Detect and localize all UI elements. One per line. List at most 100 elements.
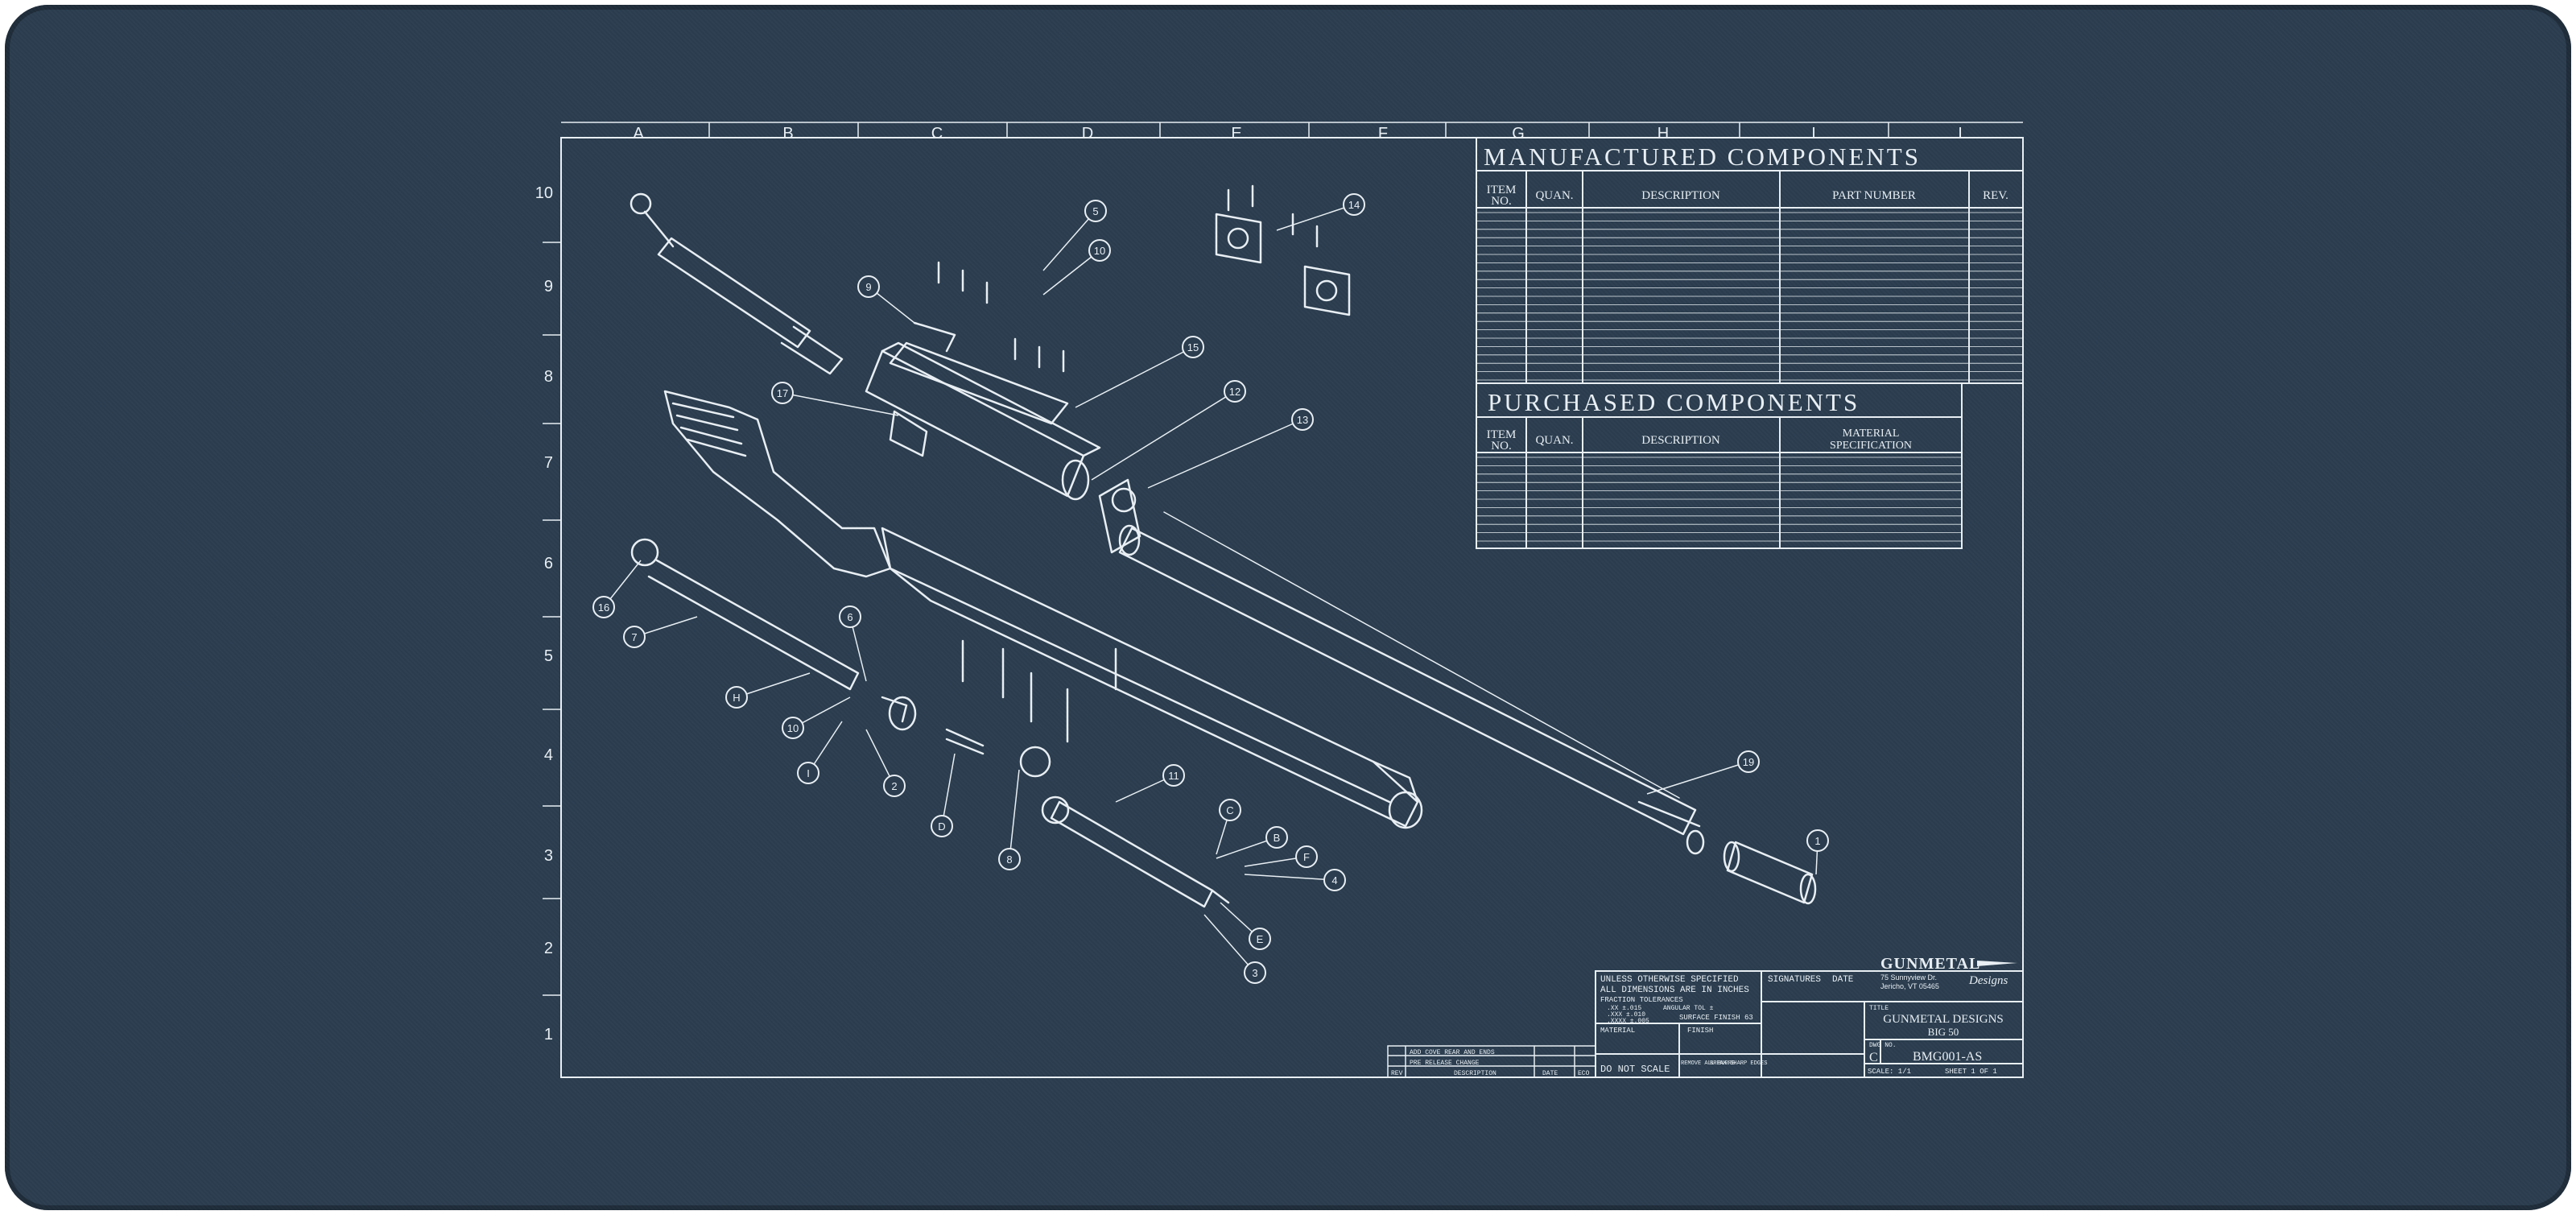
pur-header-specification: SPECIFICATION — [1830, 440, 1912, 452]
rev-row-2: PRE RELEASE CHANGE — [1410, 1060, 1480, 1067]
callout-label: 10 — [787, 722, 799, 734]
callout-label: 16 — [598, 601, 609, 614]
company-name: GUNMETAL DESIGNS — [1883, 1013, 2004, 1026]
callout-balloon — [1343, 193, 1365, 216]
date-label: DATE — [1832, 975, 1854, 985]
callout-leader — [1276, 204, 1355, 231]
callout-balloon — [782, 717, 804, 739]
callout-label: 14 — [1348, 199, 1360, 211]
callout-leader — [1042, 210, 1096, 271]
mfg-header-part-number: PART NUMBER — [1832, 189, 1916, 202]
grid-row-label: 4 — [544, 746, 553, 764]
do-not-scale: DO NOT SCALE — [1600, 1064, 1670, 1075]
grid-row-label: 9 — [544, 278, 553, 295]
callout-balloon — [839, 605, 861, 628]
callout-label: H — [733, 692, 740, 704]
all-dimensions: ALL DIMENSIONS ARE IN INCHES — [1600, 986, 1749, 995]
grid-row-label: 3 — [544, 847, 553, 865]
callout-balloon — [592, 596, 615, 618]
logo-text: GUNMETAL — [1880, 955, 1980, 973]
callout-balloon — [1162, 764, 1185, 787]
grid-col-label: L — [1958, 125, 1967, 143]
signatures-label: SIGNATURES — [1768, 975, 1821, 985]
callout-label: F — [1303, 851, 1310, 863]
callout-label: D — [938, 820, 945, 833]
callout-label: 9 — [865, 281, 871, 293]
callout-label: 4 — [1331, 874, 1337, 886]
tol-value-1: .XX ±.015 — [1607, 1005, 1641, 1012]
callout-leader — [1646, 761, 1749, 795]
callout-label: 10 — [1094, 245, 1105, 257]
callout-balloon — [771, 382, 794, 404]
callout-label: 1 — [1814, 835, 1820, 847]
manufactured-title: MANUFACTURED COMPONENTS — [1484, 143, 1921, 171]
address-line-1: 75 Sunnyview Dr. — [1880, 973, 1937, 982]
callout-leader — [1009, 769, 1020, 860]
callout-label: 19 — [1743, 756, 1754, 768]
callout-label: E — [1257, 933, 1264, 945]
callout-leader — [782, 392, 899, 416]
drawing-border — [560, 137, 2024, 1078]
callout-leader — [1042, 250, 1100, 295]
callout-balloon — [857, 275, 880, 298]
callout-balloon — [1219, 799, 1241, 821]
dwg-label: DWG NO. — [1869, 1042, 1897, 1049]
callout-leader — [1075, 346, 1194, 408]
callout-label: 7 — [631, 631, 637, 643]
callout-label: 12 — [1229, 386, 1241, 398]
tol-value-2: .XXX ±.010 — [1607, 1011, 1645, 1019]
grid-row-label: 10 — [535, 184, 553, 202]
grid-row-label: 5 — [544, 647, 553, 665]
mfg-header-description: DESCRIPTION — [1641, 189, 1720, 202]
callout-label: 11 — [1168, 770, 1179, 782]
finish-label: FINISH — [1687, 1027, 1713, 1035]
grid-col-label: B — [782, 125, 793, 143]
callout-label: 6 — [847, 611, 852, 623]
address-line-2: Jericho, VT 05465 — [1880, 982, 1939, 990]
callout-label: 17 — [777, 387, 788, 399]
logo-script: Designs — [1968, 974, 2008, 987]
callout-leader — [1091, 391, 1236, 481]
grid-row-label: 7 — [544, 454, 553, 472]
grid-row-label: 1 — [544, 1026, 553, 1043]
rev-header-date: DATE — [1542, 1070, 1558, 1077]
callout-label: 3 — [1252, 967, 1257, 979]
callout-leader — [941, 753, 956, 827]
callout-label: 5 — [1092, 205, 1098, 217]
mfg-header-no: NO. — [1491, 195, 1511, 208]
callout-balloon — [998, 848, 1021, 870]
callout-balloon — [931, 815, 953, 837]
purchased-title: PURCHASED COMPONENTS — [1488, 388, 1860, 416]
material-label: MATERIAL — [1600, 1027, 1635, 1035]
grid-col-label: I — [1811, 125, 1816, 143]
callout-balloon — [1244, 961, 1266, 984]
callout-balloon — [1265, 826, 1288, 849]
callout-balloon — [1224, 380, 1246, 403]
grid-col-label: C — [931, 125, 943, 143]
drawing-number: BMG001-AS — [1913, 1050, 1982, 1064]
grid-row-label: 2 — [544, 940, 553, 957]
rifle-exploded-view — [630, 184, 1817, 908]
pur-header-quan: QUAN. — [1535, 434, 1573, 447]
callout-balloon — [883, 775, 906, 797]
pur-header-description: DESCRIPTION — [1641, 434, 1720, 447]
sheet: SHEET 1 OF 1 — [1945, 1068, 1997, 1076]
mfg-header-quan: QUAN. — [1535, 189, 1573, 202]
callout-label: B — [1274, 832, 1281, 844]
callout-balloon — [1182, 336, 1204, 358]
callout-balloon — [725, 686, 748, 709]
callout-balloon — [1088, 239, 1111, 262]
angular-tol: ANGULAR TOL ± — [1663, 1005, 1714, 1012]
purchased-components-table — [1476, 382, 1963, 549]
grid-row-label: 6 — [544, 555, 553, 572]
callout-balloon — [1084, 200, 1107, 222]
callout-leader — [736, 672, 811, 698]
callout-balloon — [1323, 869, 1346, 891]
scale: SCALE: 1/1 — [1868, 1068, 1911, 1076]
callout-balloon — [797, 762, 819, 784]
callout-leader — [1203, 914, 1256, 973]
callout-label: 13 — [1297, 414, 1308, 426]
